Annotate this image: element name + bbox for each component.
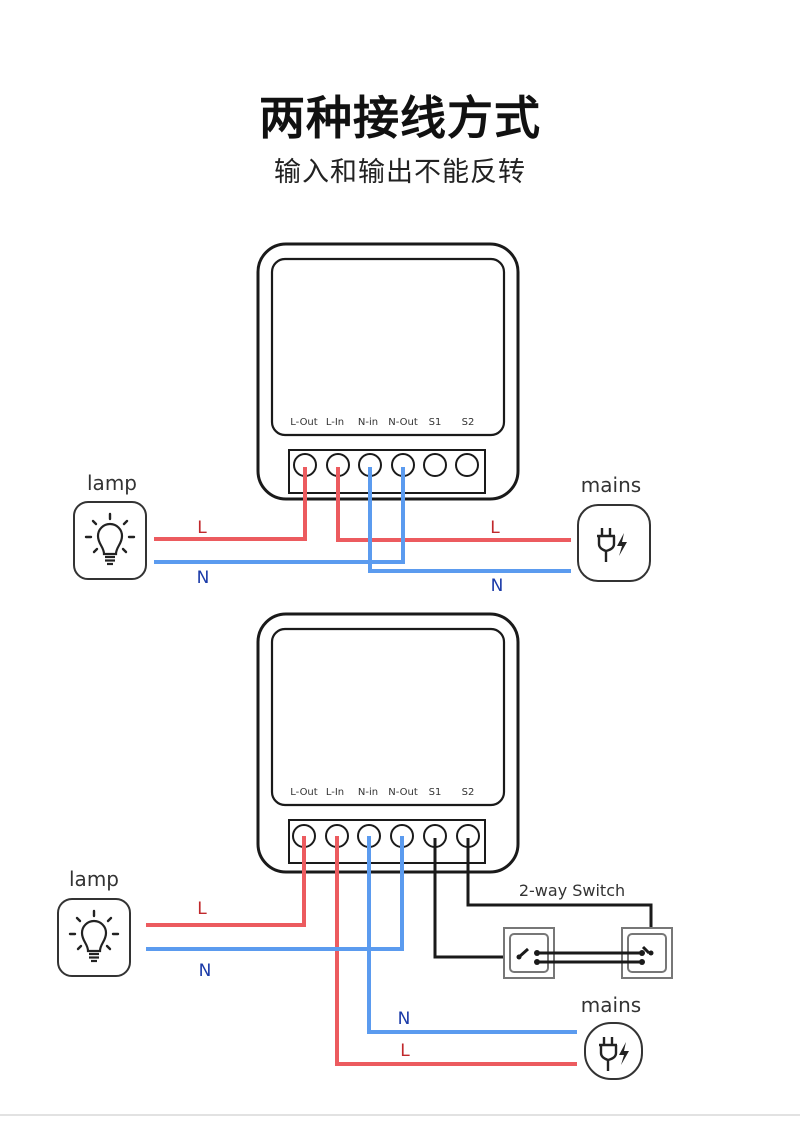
lamp-neutral-label: N (199, 961, 212, 981)
terminal-label: N-Out (388, 417, 418, 428)
live-wire-lamp (154, 467, 307, 541)
footer-divider (0, 1114, 800, 1116)
neutral-wire-mains (367, 836, 577, 1034)
switch-label: 2-way Switch (519, 881, 625, 900)
terminal-label: L-Out (290, 417, 317, 428)
mains-neutral-label: N (491, 576, 504, 596)
terminal-label: N-in (358, 417, 378, 428)
mains-label: mains (581, 993, 641, 1017)
lamp-label: lamp (69, 867, 119, 891)
live-wire-lamp (146, 836, 306, 927)
terminal-label: S1 (429, 417, 442, 428)
neutral-wire-lamp (154, 467, 405, 564)
lamp-device-1: lamp (73, 471, 147, 580)
terminal-label: S1 (429, 787, 442, 798)
smart-switch-module-1: L-Out L-In N-in N-Out S1 S2 (256, 242, 520, 501)
terminal-label: N-in (358, 787, 378, 798)
live-wire-mains (335, 836, 577, 1066)
mains-neutral-label: N (398, 1009, 411, 1029)
lamp-live-label: L (197, 899, 207, 919)
neutral-wire-lamp (146, 836, 404, 951)
diagram-2: L-Out L-In N-in N-Out S1 S2 L N N L 2-wa… (57, 612, 673, 1080)
lamp-label: lamp (87, 471, 137, 495)
terminal-label: S2 (462, 787, 475, 798)
mains-live-label: L (490, 518, 500, 538)
terminal-s2 (455, 453, 479, 477)
live-wire-mains (336, 467, 571, 542)
smart-switch-module-2: L-Out L-In N-in N-Out S1 S2 (256, 612, 520, 874)
lamp-neutral-label: N (197, 568, 210, 588)
terminal-label: L-In (326, 787, 344, 798)
terminal-label: N-Out (388, 787, 418, 798)
neutral-wire-mains (368, 467, 571, 573)
lamp-device-2: lamp (57, 867, 131, 977)
s1-wire (433, 838, 519, 959)
diagram-1: L-Out L-In N-in N-Out S1 S2 L N L N lamp… (73, 242, 651, 596)
terminal-s1 (423, 453, 447, 477)
terminal-label: S2 (462, 417, 475, 428)
page-title: 两种接线方式 (259, 91, 541, 145)
mains-live-label: L (400, 1041, 410, 1061)
two-way-switch: 2-way Switch (503, 881, 673, 979)
mains-device-2: mains (581, 993, 643, 1080)
page-subtitle: 输入和输出不能反转 (274, 157, 526, 188)
terminal-label: L-In (326, 417, 344, 428)
lamp-live-label: L (197, 518, 207, 538)
terminal-label: L-Out (290, 787, 317, 798)
mains-device-1: mains (577, 473, 651, 582)
mains-label: mains (581, 473, 641, 497)
